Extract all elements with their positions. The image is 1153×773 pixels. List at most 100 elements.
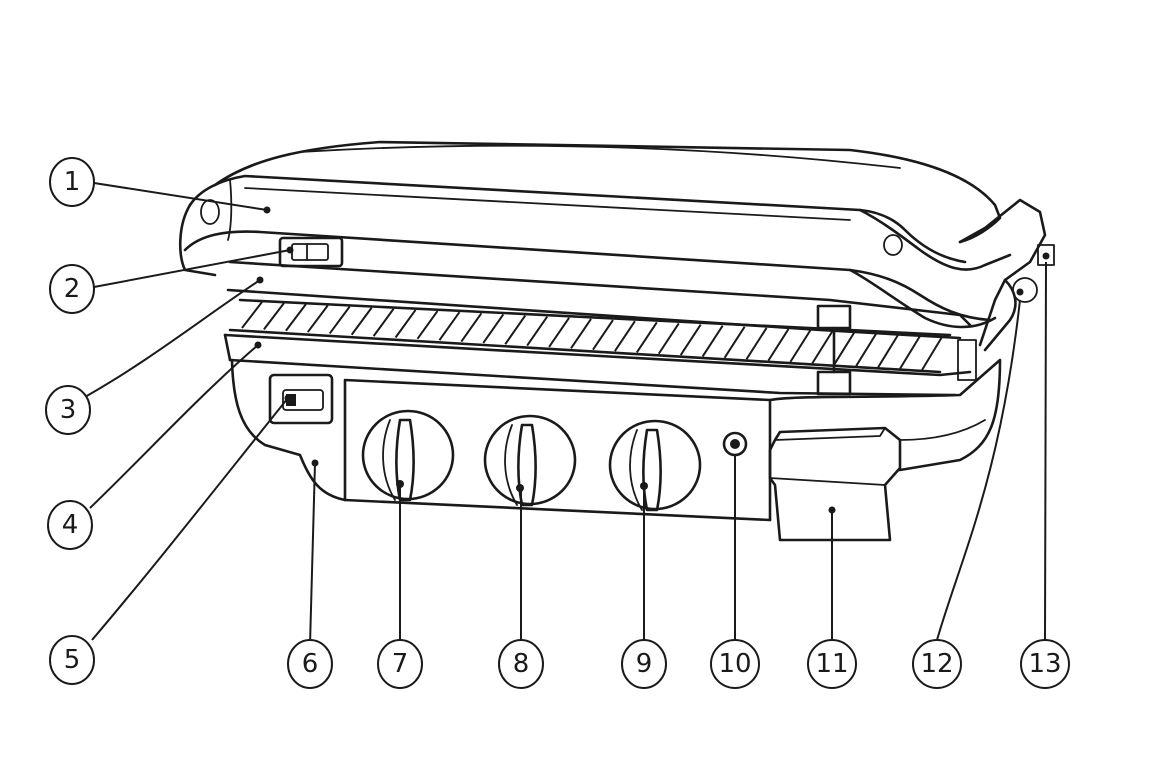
grill-rib (811, 330, 834, 364)
grill-rib (548, 317, 570, 348)
hinge-arm (983, 278, 1017, 352)
grill-rib (614, 320, 636, 352)
grill-rib (899, 335, 921, 370)
grill-rib (350, 307, 373, 336)
grill-rib (328, 305, 351, 335)
plate-clip-top (816, 304, 852, 330)
grill-rib (592, 319, 614, 351)
callout-label-11: 11 (815, 649, 848, 679)
grill-rib (855, 333, 878, 367)
grill-rib (372, 308, 395, 337)
lid-front (188, 174, 967, 264)
callout-9: 9 (621, 639, 667, 689)
upper-plate-band-lower (226, 288, 962, 340)
grill-rib (833, 331, 856, 366)
grill-rib (263, 302, 285, 330)
callout-8: 8 (498, 639, 544, 689)
grill-rib (679, 324, 702, 356)
callout-5: 5 (49, 635, 95, 685)
base-rim-left (223, 333, 232, 362)
base-rim-bottom (228, 358, 957, 397)
callout-label-6: 6 (302, 649, 319, 679)
callout-label-3: 3 (60, 395, 77, 425)
base-right-inner (899, 419, 986, 441)
grill-rib (482, 313, 505, 344)
lid-handle (858, 208, 1012, 271)
grill-illustration (178, 140, 1055, 542)
lid-handle-under (848, 268, 997, 329)
hinge-knob (1012, 277, 1038, 303)
power-switch-tab (286, 394, 296, 406)
callout-3: 3 (45, 385, 91, 435)
lid-left-lip (227, 179, 233, 241)
hinge-bracket (958, 198, 1047, 347)
callout-label-5: 5 (64, 645, 81, 675)
grill-rib (460, 312, 483, 343)
lid-side-line (244, 187, 851, 221)
drip-tray (768, 426, 902, 542)
base-right-side (768, 358, 1002, 472)
callout-label-9: 9 (636, 649, 653, 679)
drip-tray-lip (769, 477, 886, 486)
grill-rib (701, 325, 724, 357)
callout-label-7: 7 (392, 649, 409, 679)
lid-top-ridge (299, 144, 901, 169)
callout-13: 13 (1020, 639, 1070, 689)
lid-indicator-light (291, 243, 329, 261)
grill-rib (657, 322, 680, 355)
callout-label-4: 4 (62, 510, 79, 540)
callout-label-12: 12 (920, 649, 953, 679)
grill-rib (416, 310, 439, 340)
grill-rib (723, 326, 746, 359)
indicator-light-core (730, 439, 740, 449)
grill-rib (789, 329, 812, 363)
lid-screw-left (200, 199, 220, 225)
plate-latch (957, 339, 977, 381)
grill-rib (745, 327, 768, 360)
upper-plate-band (228, 260, 972, 327)
lower-plate-bottom (228, 328, 942, 374)
callout-label-8: 8 (513, 649, 530, 679)
callout-10: 10 (710, 639, 760, 689)
callout-1: 1 (49, 157, 95, 207)
lid-front-lower (183, 230, 992, 322)
knob-7 (361, 409, 455, 502)
grill-rib (526, 316, 548, 347)
leader-1 (93, 182, 268, 211)
grill-rib (877, 334, 899, 368)
leader-lines (84, 182, 1050, 646)
callout-12: 12 (912, 639, 962, 689)
knob-9 (608, 419, 702, 512)
leader-2 (93, 249, 291, 288)
callout-4: 4 (47, 500, 93, 550)
power-switch-rocker (282, 389, 324, 411)
grill-ribs (241, 301, 943, 371)
leader-13 (1044, 261, 1047, 641)
leader-4 (89, 344, 259, 509)
callout-7: 7 (377, 639, 423, 689)
lid-top (213, 140, 1002, 244)
drip-tray-rim (774, 427, 886, 441)
base-rim-top (223, 333, 972, 377)
callout-2: 2 (49, 264, 95, 314)
leader-5 (91, 397, 289, 641)
callout-6: 6 (287, 639, 333, 689)
grill-rib (241, 301, 263, 329)
plate-clip-bottom (816, 370, 852, 396)
grill-rib (636, 321, 658, 353)
power-switch-housing (268, 373, 334, 425)
leader-12 (936, 299, 1021, 641)
grill-rib (570, 318, 592, 349)
leader-3 (84, 279, 261, 398)
callout-label-1: 1 (64, 167, 81, 197)
grill-rib (504, 314, 527, 345)
callout-label-2: 2 (64, 274, 81, 304)
callout-label-13: 13 (1028, 649, 1061, 679)
lid-screw-right (883, 234, 903, 256)
grill-rib (438, 311, 461, 341)
grill-rib (394, 309, 417, 339)
grill-rib (767, 328, 790, 362)
callout-11: 11 (807, 639, 857, 689)
